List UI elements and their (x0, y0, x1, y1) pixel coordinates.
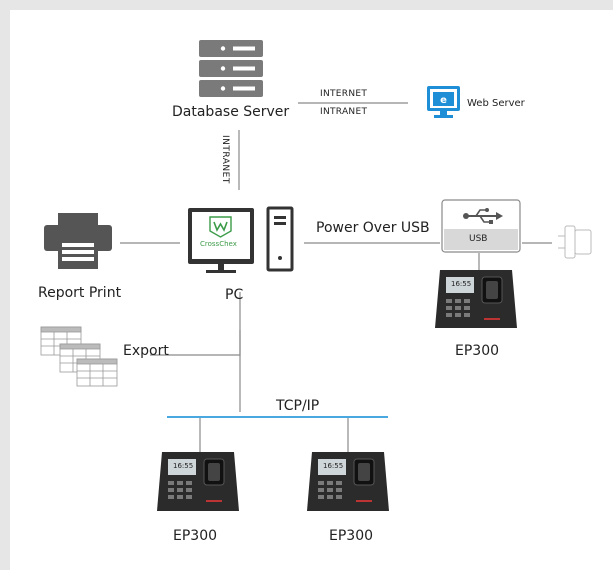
ep300-device-right (307, 452, 389, 511)
pc-to-export-line (150, 330, 241, 356)
intranet-vertical-label: INTRANET (220, 135, 230, 184)
pc-label: PC (225, 287, 244, 303)
web-server-label: Web Server (467, 98, 525, 109)
database-server-icon (199, 40, 263, 97)
tcp-ip-label: TCP/IP (276, 398, 320, 414)
export-tables-icon (40, 326, 118, 387)
export-label: Export (123, 343, 169, 359)
report-print-label: Report Print (38, 285, 122, 301)
usb-label: USB (469, 234, 488, 244)
ep300-left-screen-time: 16:55 (173, 462, 194, 470)
pc-icon (188, 206, 294, 273)
ep300-device-left (157, 452, 239, 511)
ep300-usb-label: EP300 (455, 343, 500, 359)
internet-label: INTERNET (320, 89, 368, 99)
ep300-device-usb (435, 270, 517, 328)
intranet-label: INTRANET (320, 107, 368, 117)
ep300-right-screen-time: 16:55 (323, 462, 344, 470)
usb-icon (441, 199, 521, 253)
ep300-left-label: EP300 (173, 528, 218, 544)
crosschex-logo-text: CrossChex (200, 240, 237, 248)
power-over-usb-label: Power Over USB (316, 220, 430, 236)
printer-icon (44, 213, 112, 269)
ep300-right-label: EP300 (329, 528, 374, 544)
ep300-usb-screen-time: 16:55 (451, 280, 472, 288)
scanner-icon (558, 225, 592, 259)
svg-text:e: e (440, 95, 447, 106)
web-server-icon: e (427, 86, 460, 118)
database-server-label: Database Server (172, 104, 290, 120)
